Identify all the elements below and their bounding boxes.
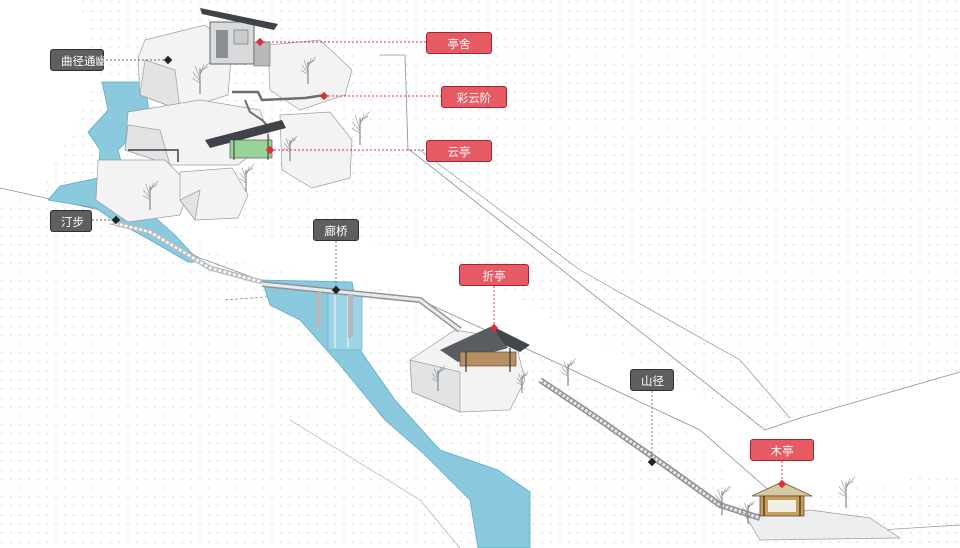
bare-tree [301,56,316,84]
dot-caiyunjie [319,91,329,101]
upper-slope [40,0,960,428]
gallery-bridge-deck [261,282,461,332]
bare-tree [516,371,529,393]
label-caiyunjie: 彩云阶 [441,86,507,108]
yunting-building [205,120,286,160]
rock-lower-shade [179,189,201,221]
stepping-stones-path-inner [109,220,263,284]
paths [109,90,761,521]
bridge-pillar-2 [348,294,353,338]
label-tingshe: 亭舍 [426,32,492,54]
dot-yunting [265,145,275,155]
dot-zheting [489,323,499,333]
bare-tree [351,111,370,145]
rock-lower-left [95,159,191,223]
right-ridge [419,149,791,419]
waterfall [327,291,363,351]
rocks [95,24,902,541]
label-muting: 木亭 [750,439,814,461]
rock-top-shade [139,59,181,111]
bare-tree [192,62,209,94]
label-shanjing: 山径 [630,369,674,391]
dot-shanjing [647,457,657,467]
label-tingbu: 汀步 [50,210,92,232]
dot-muting [777,479,787,489]
bare-tree [142,180,159,210]
dot-tingshe [255,37,265,47]
tingshe-building [200,8,278,67]
water [47,81,531,548]
mountain-path-steps [539,378,761,520]
rainbow-steps [232,90,326,102]
valley-line [289,419,461,548]
bare-tree [742,500,755,524]
pavilions [200,8,813,517]
rock-right-upper [267,39,353,111]
muting-building [751,481,813,517]
dot-tingbu [111,215,121,225]
bare-tree [561,358,576,386]
bare-tree [431,365,446,391]
bare-tree [714,485,731,515]
bridge-pillar-1 [316,292,321,328]
leader-lines [92,37,787,489]
bare-tree [838,476,855,508]
label-langqiao: 廊桥 [313,219,359,241]
dot-quyou [163,55,173,65]
label-zheting: 折亭 [459,264,529,286]
upper-railing [128,149,179,162]
zheting-building [440,326,530,372]
trees [142,56,855,524]
label-quyou: 曲径通幽 [50,49,107,71]
bare-tree [239,164,254,192]
bare-tree [283,135,298,161]
rainbow-steps-rail [244,99,271,129]
label-yunting: 云亭 [426,140,492,162]
dot-langqiao [331,285,341,295]
